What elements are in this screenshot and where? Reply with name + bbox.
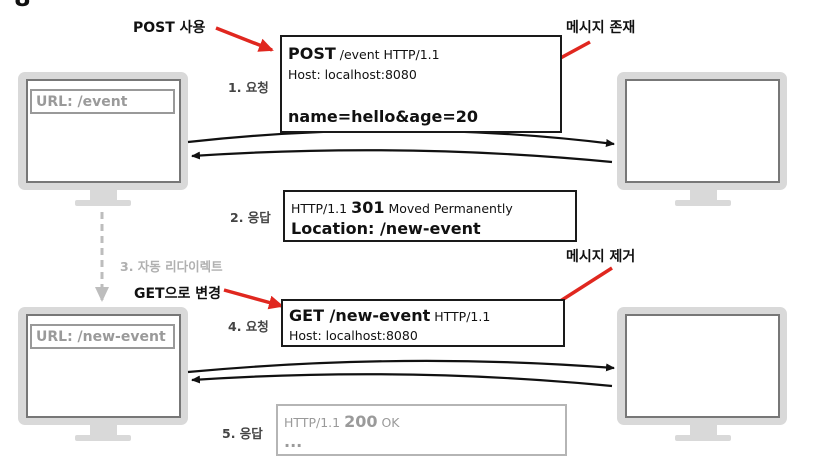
response-arrow-5	[191, 373, 613, 388]
annotation-changed-to-get: GET으로 변경	[134, 286, 221, 302]
get-request-host: Host: localhost:8080	[289, 328, 418, 343]
server-stand-bottom	[690, 425, 717, 436]
request-body: name=hello&age=20	[288, 107, 479, 126]
step-4-label: 4. 요청	[228, 319, 269, 334]
step-3-label: 3. 자동 리다이렉트	[120, 259, 223, 274]
url-field-top: URL: /event	[30, 89, 175, 114]
response-message-5: HTTP/1.1 200 OK ...	[276, 404, 567, 456]
response-version: HTTP/1.1	[291, 201, 352, 216]
annotation-post-used: POST 사용	[133, 20, 206, 36]
request-message-4: GET /new-event HTTP/1.1 Host: localhost:…	[281, 299, 565, 347]
monitor-base-top	[75, 200, 131, 206]
monitor-base-bottom	[75, 435, 131, 441]
monitor-stand-bottom	[90, 425, 117, 436]
monitor-stand-top	[90, 190, 117, 201]
response-arrow-2	[191, 149, 613, 164]
request-arrow-4	[187, 359, 615, 374]
request-host: Host: localhost:8080	[288, 67, 417, 82]
get-request-line: GET /new-event	[289, 306, 431, 325]
ok-response-version: HTTP/1.1	[284, 415, 345, 430]
server-base-bottom	[675, 435, 731, 441]
ok-reason: OK	[377, 415, 400, 430]
post-annotation-arrow	[215, 26, 274, 52]
get-annotation-arrow	[223, 288, 284, 310]
url-field-bottom: URL: /new-event	[30, 324, 175, 349]
step-2-label: 2. 응답	[230, 210, 271, 225]
get-request-proto: HTTP/1.1	[430, 309, 491, 324]
step-5-label: 5. 응답	[222, 426, 263, 441]
ok-ellipsis: ...	[284, 432, 303, 451]
response-location: Location: /new-event	[291, 219, 481, 238]
server-stand-top	[690, 190, 717, 201]
response-message-2: HTTP/1.1 301 Moved Permanently Location:…	[283, 190, 577, 242]
request-message-1: POST /event HTTP/1.1 Host: localhost:808…	[280, 35, 562, 133]
request-line: /event HTTP/1.1	[335, 47, 440, 62]
server-base-top	[675, 200, 731, 206]
annotation-body-removed: 메시지 제거	[566, 249, 636, 265]
annotation-body-exists: 메시지 존재	[566, 20, 636, 36]
ok-status-code: 200	[344, 412, 378, 431]
step-1-label: 1. 요청	[228, 80, 269, 95]
response-status-code: 301	[351, 198, 385, 217]
heading-partial: 8	[14, 0, 31, 12]
request-method: POST	[288, 44, 336, 63]
response-reason: Moved Permanently	[384, 201, 513, 216]
server-screen-bottom	[625, 314, 780, 418]
server-screen-top	[625, 79, 780, 183]
